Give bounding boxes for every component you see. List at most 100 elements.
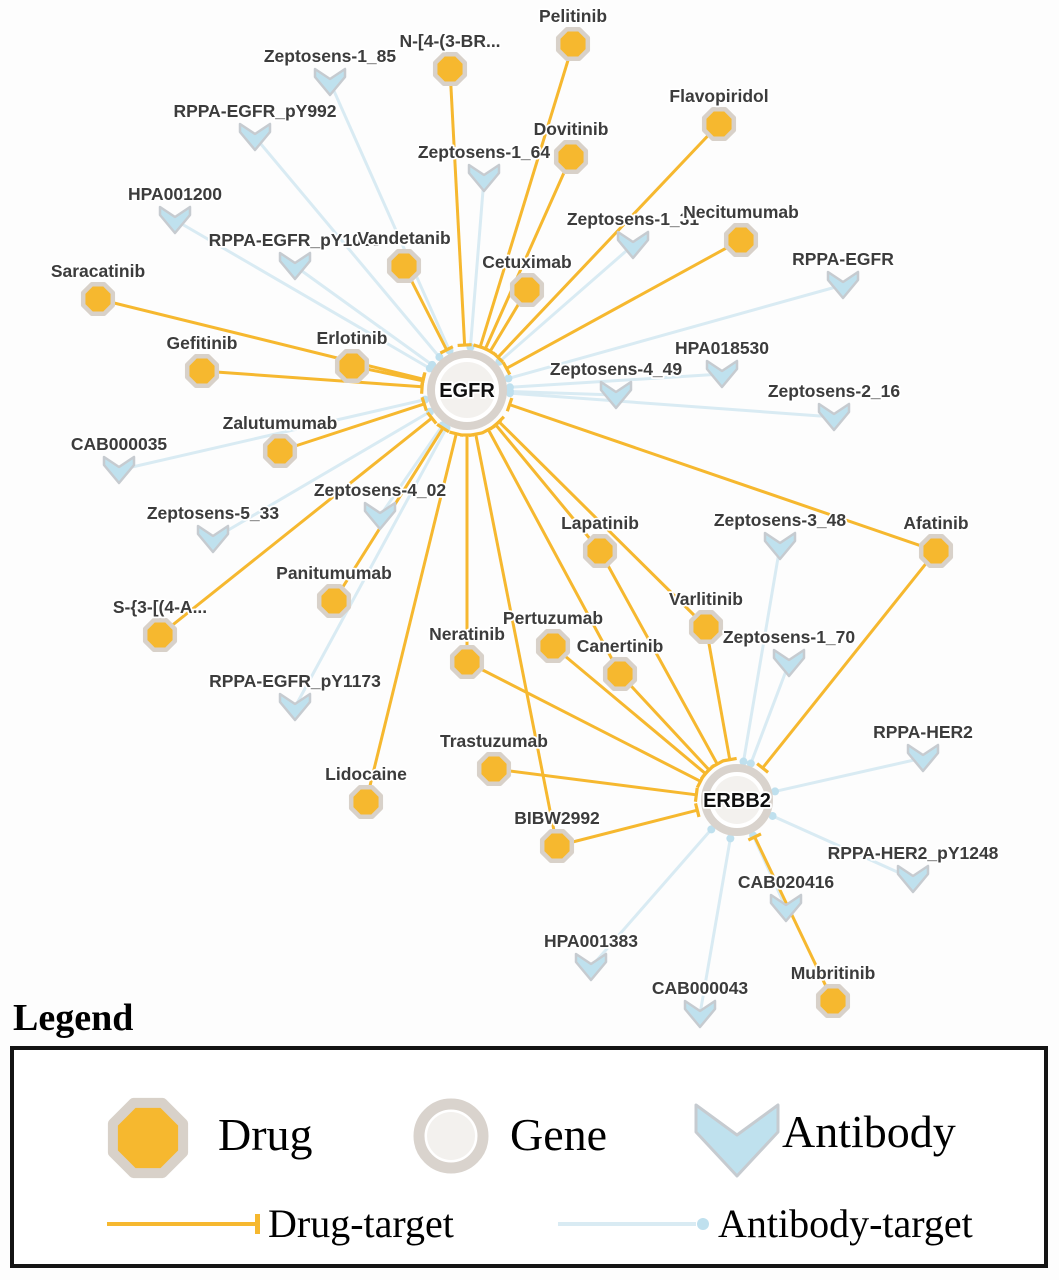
- drug-target-edge: [468, 431, 559, 847]
- antibody-target-edge: [294, 264, 437, 369]
- drug-node-varlitinib: [688, 609, 724, 645]
- antibody-node-hpa001200: [158, 205, 192, 235]
- antibody-node-rppa-egfr-py1068: [278, 251, 312, 281]
- antibody-target-edge: [739, 545, 782, 766]
- drug-target-edge: [598, 550, 725, 769]
- antibody-target-edge: [212, 407, 434, 541]
- drug-node-mubritinib: [815, 983, 851, 1019]
- antibody-target-edge: [504, 283, 844, 383]
- antibody-target-edge: [768, 811, 914, 881]
- gene-label-erbb2: ERBB2: [703, 790, 771, 812]
- drug-label-necitumumab: Necitumumab: [683, 202, 799, 222]
- antibody-label-rppa-her2-py1248: RPPA-HER2_pY1248: [828, 843, 999, 863]
- antibody-node-hpa001383: [574, 952, 608, 982]
- antibody-label-zeptosens-1-70: Zeptosens-1_70: [723, 627, 856, 647]
- antibody-label-zeptosens-1-31: Zeptosens-1_31: [567, 209, 700, 229]
- drug-target-edge: [704, 626, 737, 763]
- antibody-target-legend-label: Antibody-target: [718, 1201, 973, 1246]
- drug-node-gefitinib: [184, 353, 220, 389]
- antibody-label-hpa001383: HPA001383: [544, 931, 638, 951]
- antibody-label-zeptosens-5-33: Zeptosens-5_33: [147, 503, 280, 523]
- drug-target-edge-icon: [107, 1214, 260, 1234]
- antibody-label-cab000035: CAB000035: [71, 434, 168, 454]
- drug-node-vandetanib: [386, 248, 422, 284]
- antibody-label-zeptosens-1-85: Zeptosens-1_85: [264, 46, 397, 66]
- drug-node-n-4-3-br: [432, 51, 468, 87]
- drug-node-afatinib: [918, 533, 954, 569]
- drug-target-edge: [501, 238, 742, 376]
- antibody-legend-label: Antibody: [782, 1106, 956, 1157]
- antibody-node-cab020416: [769, 893, 803, 923]
- drug-target-edge: [556, 802, 701, 848]
- drug-target-edge: [466, 660, 706, 789]
- drug-node-pertuzumab: [535, 628, 571, 664]
- antibody-label-zeptosens-1-64: Zeptosens-1_64: [418, 142, 551, 162]
- drug-target-edge: [493, 767, 699, 802]
- antibody-label-rppa-her2: RPPA-HER2: [873, 722, 973, 742]
- drug-target-edge: [279, 396, 428, 453]
- drug-label-saracatinib: Saracatinib: [51, 261, 145, 281]
- antibody-target-edge: [253, 136, 444, 362]
- antibody-target-edge: [328, 81, 454, 355]
- drug-target-legend-label: Drug-target: [268, 1201, 454, 1246]
- drug-node-s-3-4-a: [142, 617, 178, 653]
- drug-label-lapatinib: Lapatinib: [561, 513, 639, 533]
- drug-target-edge: [473, 43, 575, 351]
- drug-target-edge: [489, 419, 602, 552]
- antibody-target-edge: [771, 756, 924, 796]
- drug-node-necitumumab: [723, 222, 759, 258]
- drug-node-erlotinib: [334, 348, 370, 384]
- antibody-node-rppa-her2: [906, 743, 940, 773]
- antibody-label-cab020416: CAB020416: [738, 872, 835, 892]
- antibody-target-edge: [505, 389, 835, 419]
- antibody-target-edge: [378, 421, 447, 517]
- gene-label-egfr: EGFR: [439, 380, 495, 402]
- antibody-node-zeptosens-1-70: [772, 648, 806, 678]
- drug-label-zalutumumab: Zalutumumab: [223, 413, 338, 433]
- drug-legend-icon: [107, 1097, 189, 1179]
- gene-legend-label: Gene: [510, 1109, 608, 1160]
- drug-gene-antibody-network: Zeptosens-1_85RPPA-EGFR_pY992HPA001200RP…: [49, 4, 1000, 1029]
- drug-label-cetuximab: Cetuximab: [482, 252, 571, 272]
- antibody-label-rppa-egfr-py992: RPPA-EGFR_pY992: [173, 101, 336, 121]
- antibody-label-zeptosens-2-16: Zeptosens-2_16: [768, 381, 901, 401]
- drug-label-afatinib: Afatinib: [903, 513, 968, 533]
- gene-node-inner-erbb2: [713, 776, 761, 824]
- antibody-label-zeptosens-3-48: Zeptosens-3_48: [714, 510, 847, 530]
- drug-target-edge: [552, 644, 712, 781]
- drug-label-pelitinib: Pelitinib: [539, 6, 607, 26]
- antibody-label-hpa018530: HPA018530: [675, 338, 769, 358]
- drug-target-edge: [448, 68, 472, 348]
- edge-layer: [97, 43, 938, 1015]
- drug-target-edge: [201, 369, 425, 394]
- antibody-target-edge: [495, 243, 634, 366]
- antibody-target-edge: [505, 372, 723, 392]
- drug-node-panitumumab: [316, 583, 352, 619]
- antibody-target-edge: [118, 395, 430, 472]
- drug-target-edge: [481, 424, 622, 675]
- drug-label-flavopiridol: Flavopiridol: [669, 86, 768, 106]
- antibody-node-rppa-egfr: [826, 270, 860, 300]
- antibody-label-cab000043: CAB000043: [652, 978, 749, 998]
- drug-label-trastuzumab: Trastuzumab: [440, 731, 548, 751]
- drug-node-lapatinib: [582, 533, 618, 569]
- antibody-target-edge: [746, 662, 791, 768]
- antibody-label-zeptosens-4-02: Zeptosens-4_02: [314, 480, 447, 500]
- antibody-label-hpa001200: HPA001200: [128, 184, 222, 204]
- legend-title: Legend: [13, 997, 134, 1039]
- gene-legend-icon: [413, 1098, 489, 1174]
- antibody-label-zeptosens-4-49: Zeptosens-4_49: [550, 359, 683, 379]
- drug-label-s-3-4-a: S-{3-[(4-A...: [113, 597, 207, 617]
- antibody-label-rppa-egfr-py1068: RPPA-EGFR_pY1068: [209, 230, 382, 250]
- label-layer: Zeptosens-1_85RPPA-EGFR_pY992HPA001200RP…: [49, 4, 1000, 1000]
- drug-label-neratinib: Neratinib: [429, 624, 505, 644]
- antibody-node-zeptosens-4-49: [599, 380, 633, 410]
- antibody-legend-icon: [694, 1103, 780, 1178]
- drug-target-edge: [491, 122, 721, 364]
- drug-label-canertinib: Canertinib: [577, 636, 664, 656]
- drug-target-edge: [618, 672, 716, 776]
- drug-target-edge: [505, 397, 937, 553]
- drug-label-dovitinib: Dovitinib: [534, 119, 609, 139]
- antibody-target-edge: [505, 387, 617, 397]
